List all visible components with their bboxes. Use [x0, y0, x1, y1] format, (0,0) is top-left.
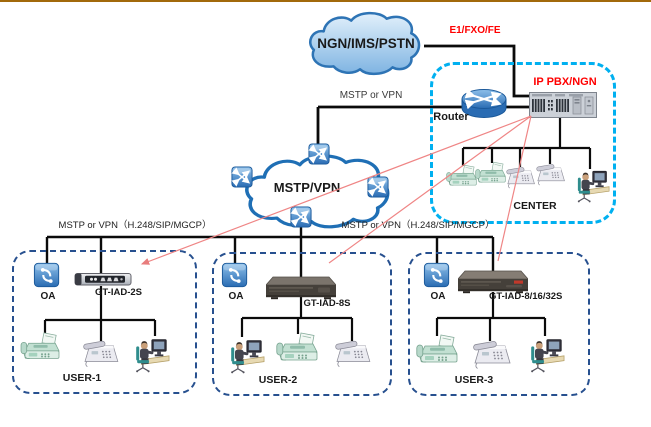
device-label-2: GT-IAD-8S [303, 298, 351, 309]
footer-divider [0, 0, 651, 2]
ngn-cloud-label: NGN/IMS/PSTN [317, 36, 415, 51]
oa-label-3: OA [430, 291, 446, 302]
switch-icon-left [231, 166, 253, 188]
switch-icon-bottom [290, 206, 312, 228]
fax-icon [20, 331, 64, 365]
oa-gateway-icon [33, 261, 61, 289]
center-area-label: CENTER [513, 200, 557, 212]
access-protocol-label-left: MSTP or VPN（H.248/SIP/MGCP） [58, 220, 212, 231]
phone-icon [80, 338, 120, 368]
switch-icon-top [308, 143, 330, 165]
phone-icon [534, 161, 566, 187]
user3-area-label: USER-3 [454, 374, 494, 386]
user1-area-label: USER-1 [62, 372, 102, 384]
oa-gateway-icon [423, 261, 451, 289]
device-label-1: GT-IAD-2S [95, 287, 142, 298]
fax-icon [276, 331, 322, 367]
oa-label-2: OA [228, 291, 244, 302]
phone-icon [470, 338, 512, 370]
pbx-rack-icon [529, 92, 597, 118]
fax-icon [416, 333, 462, 369]
trunk-label: E1/FXO/FE [449, 25, 501, 36]
workstation-icon [572, 163, 610, 205]
oa-label-1: OA [40, 291, 56, 302]
workstation-icon [524, 333, 566, 373]
transport-cloud-label: MSTP/VPN [273, 180, 341, 195]
phone-icon [332, 338, 372, 368]
iad-8s-device-icon [266, 274, 336, 300]
workstation-icon [130, 333, 170, 373]
iad-2s-device-icon [74, 270, 132, 288]
oa-gateway-icon [221, 261, 249, 289]
access-protocol-label-right: MSTP or VPN（H.248/SIP/MGCP） [341, 220, 495, 231]
device-label-3: GT-IAD-8/16/32S [489, 291, 563, 302]
switch-icon-right [367, 176, 389, 198]
router-label: Router [433, 111, 469, 123]
ip-pbx-label: IP PBX/NGN [533, 76, 597, 88]
router-link-label: MSTP or VPN [339, 90, 403, 101]
phone-icon [504, 164, 536, 190]
workstation-icon [224, 334, 266, 374]
user2-area-label: USER-2 [258, 374, 298, 386]
